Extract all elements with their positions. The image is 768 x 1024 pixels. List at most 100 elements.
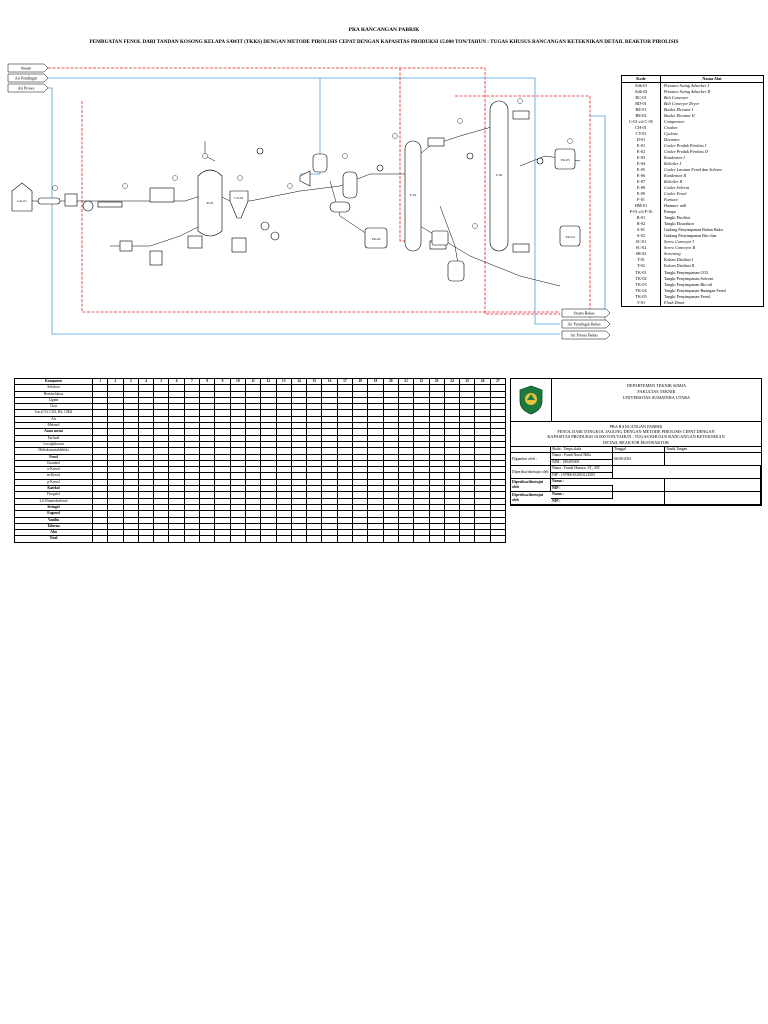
table-row: m-Kresol: [14, 472, 507, 480]
legend-code: T-01: [622, 257, 661, 264]
table-row: Levoglukosan: [14, 440, 507, 449]
table-cell: [321, 535, 338, 543]
cyclone-label: CY-01: [234, 196, 243, 200]
steam-outlet: Steam Bekas: [561, 308, 611, 318]
table-row: Asam asetat: [14, 428, 507, 436]
column-1-label: T-01: [410, 193, 417, 197]
legend-code: HM-01: [622, 203, 661, 210]
drawn-by-nim: NIM : 190405005: [551, 459, 613, 467]
table-cell: [183, 535, 201, 543]
process-water-inlet: Air Proses: [7, 83, 49, 93]
table-cell: [244, 535, 262, 543]
table-row: Abu: [14, 529, 507, 537]
legend-name: Crusher: [664, 125, 678, 131]
table-cell: [229, 535, 246, 543]
legend-code: C-01 s/d C-05: [622, 119, 661, 126]
table-row: Hidroksiasetaldehida: [14, 447, 507, 455]
legend-name: Cyclone: [664, 131, 678, 137]
drawing-subtitle: PEMBUATAN FENOL DARI TANDAN KOSONG KELAP…: [89, 39, 679, 45]
checked-by-label: Diperiksa/disetujui oleh: [511, 466, 551, 480]
legend-name: Tangki Penyimpanan Buangan Fenol: [664, 287, 726, 293]
steam-return-line: [81, 101, 560, 313]
legend-name: Furnace: [664, 197, 679, 203]
table-row: Katekol: [14, 485, 507, 493]
table-row: 2,6-Dimetoksifenol: [14, 497, 507, 505]
legend-name: Tangki Ekstraktor: [664, 221, 695, 227]
drawing-title: PRA RANCANGAN PABRIK: [348, 27, 420, 33]
tank-solvent-label: TK-02: [371, 237, 381, 241]
legend-code: E-06: [622, 173, 661, 180]
checked3-name: Nama :: [551, 492, 613, 499]
table-cell: [275, 535, 292, 543]
legend-name: Flash Drum: [664, 299, 685, 305]
title-block: DEPARTEMEN TEKNIK KIMIA FAKULTAS TEKNIK …: [510, 378, 762, 507]
table-cell: [107, 535, 124, 543]
stream-number: 27: [489, 377, 507, 386]
legend-name: Tangki Penyimpanan CO2: [664, 269, 709, 275]
legend-header-code: Kode: [622, 76, 661, 83]
pump-3: [466, 152, 474, 160]
table-cell: [413, 535, 430, 543]
legend-code: V-01: [622, 299, 661, 306]
steam-inlet: Steam: [7, 63, 49, 73]
table-cell: [489, 447, 507, 455]
table-cell: [153, 535, 170, 543]
heat-exchanger-1: [260, 221, 270, 231]
cooling-water-inlet-label: Air Pendingin: [15, 76, 38, 81]
legend-name: Bucket Elevator II: [664, 113, 695, 119]
table-row: Selulosa: [14, 384, 507, 392]
heat-exchanger-2: [270, 231, 280, 241]
legend-name: Kolom Distilasi I: [664, 257, 694, 263]
cooling-water-outlet: Air Pendingin Bekas: [561, 319, 611, 329]
hammer-mill: [82, 200, 94, 212]
legend-code: E-07: [622, 179, 661, 186]
tank-waste-label: TK-04: [565, 235, 575, 239]
furnace: [187, 235, 203, 249]
screw-conveyor: [97, 201, 123, 208]
biochar-bin-2: [149, 250, 163, 266]
table-cell: [122, 535, 139, 543]
legend-name: Tangki Penyimpanan Fenol: [664, 293, 710, 299]
table-cell: [352, 535, 369, 543]
dryer: [149, 187, 175, 203]
legend-code: E-05: [622, 167, 661, 174]
condenser-1: [427, 137, 445, 147]
legend-code: E-08: [622, 185, 661, 192]
table-row: Gas (CO, CO2, H2, CH4): [14, 409, 507, 417]
cooling-return-line: [570, 115, 606, 327]
table-cell: [168, 535, 185, 543]
process-water-line: [48, 87, 560, 335]
legend-code: TK-04: [622, 287, 661, 294]
table-cell: [260, 535, 277, 543]
legend-name: Pressure Swing Adsorber I: [664, 83, 709, 89]
legend-name: Tangki Penyimpanan Bio-oil: [664, 281, 713, 287]
table-cell: [489, 478, 507, 487]
legend-code: E-03: [622, 155, 661, 162]
table-cell: [489, 485, 507, 493]
legend-code: BD-01: [622, 101, 661, 108]
table-cell: [489, 497, 507, 505]
condenser-2: [512, 110, 530, 120]
table-cell: [443, 535, 461, 543]
table-cell: [306, 535, 323, 543]
legend-code: R-02: [622, 221, 661, 228]
solvent-line: [329, 180, 371, 237]
table-cell: [199, 535, 216, 543]
legend-code: E-04: [622, 161, 661, 168]
legend-name: Reboiler I: [664, 161, 681, 167]
